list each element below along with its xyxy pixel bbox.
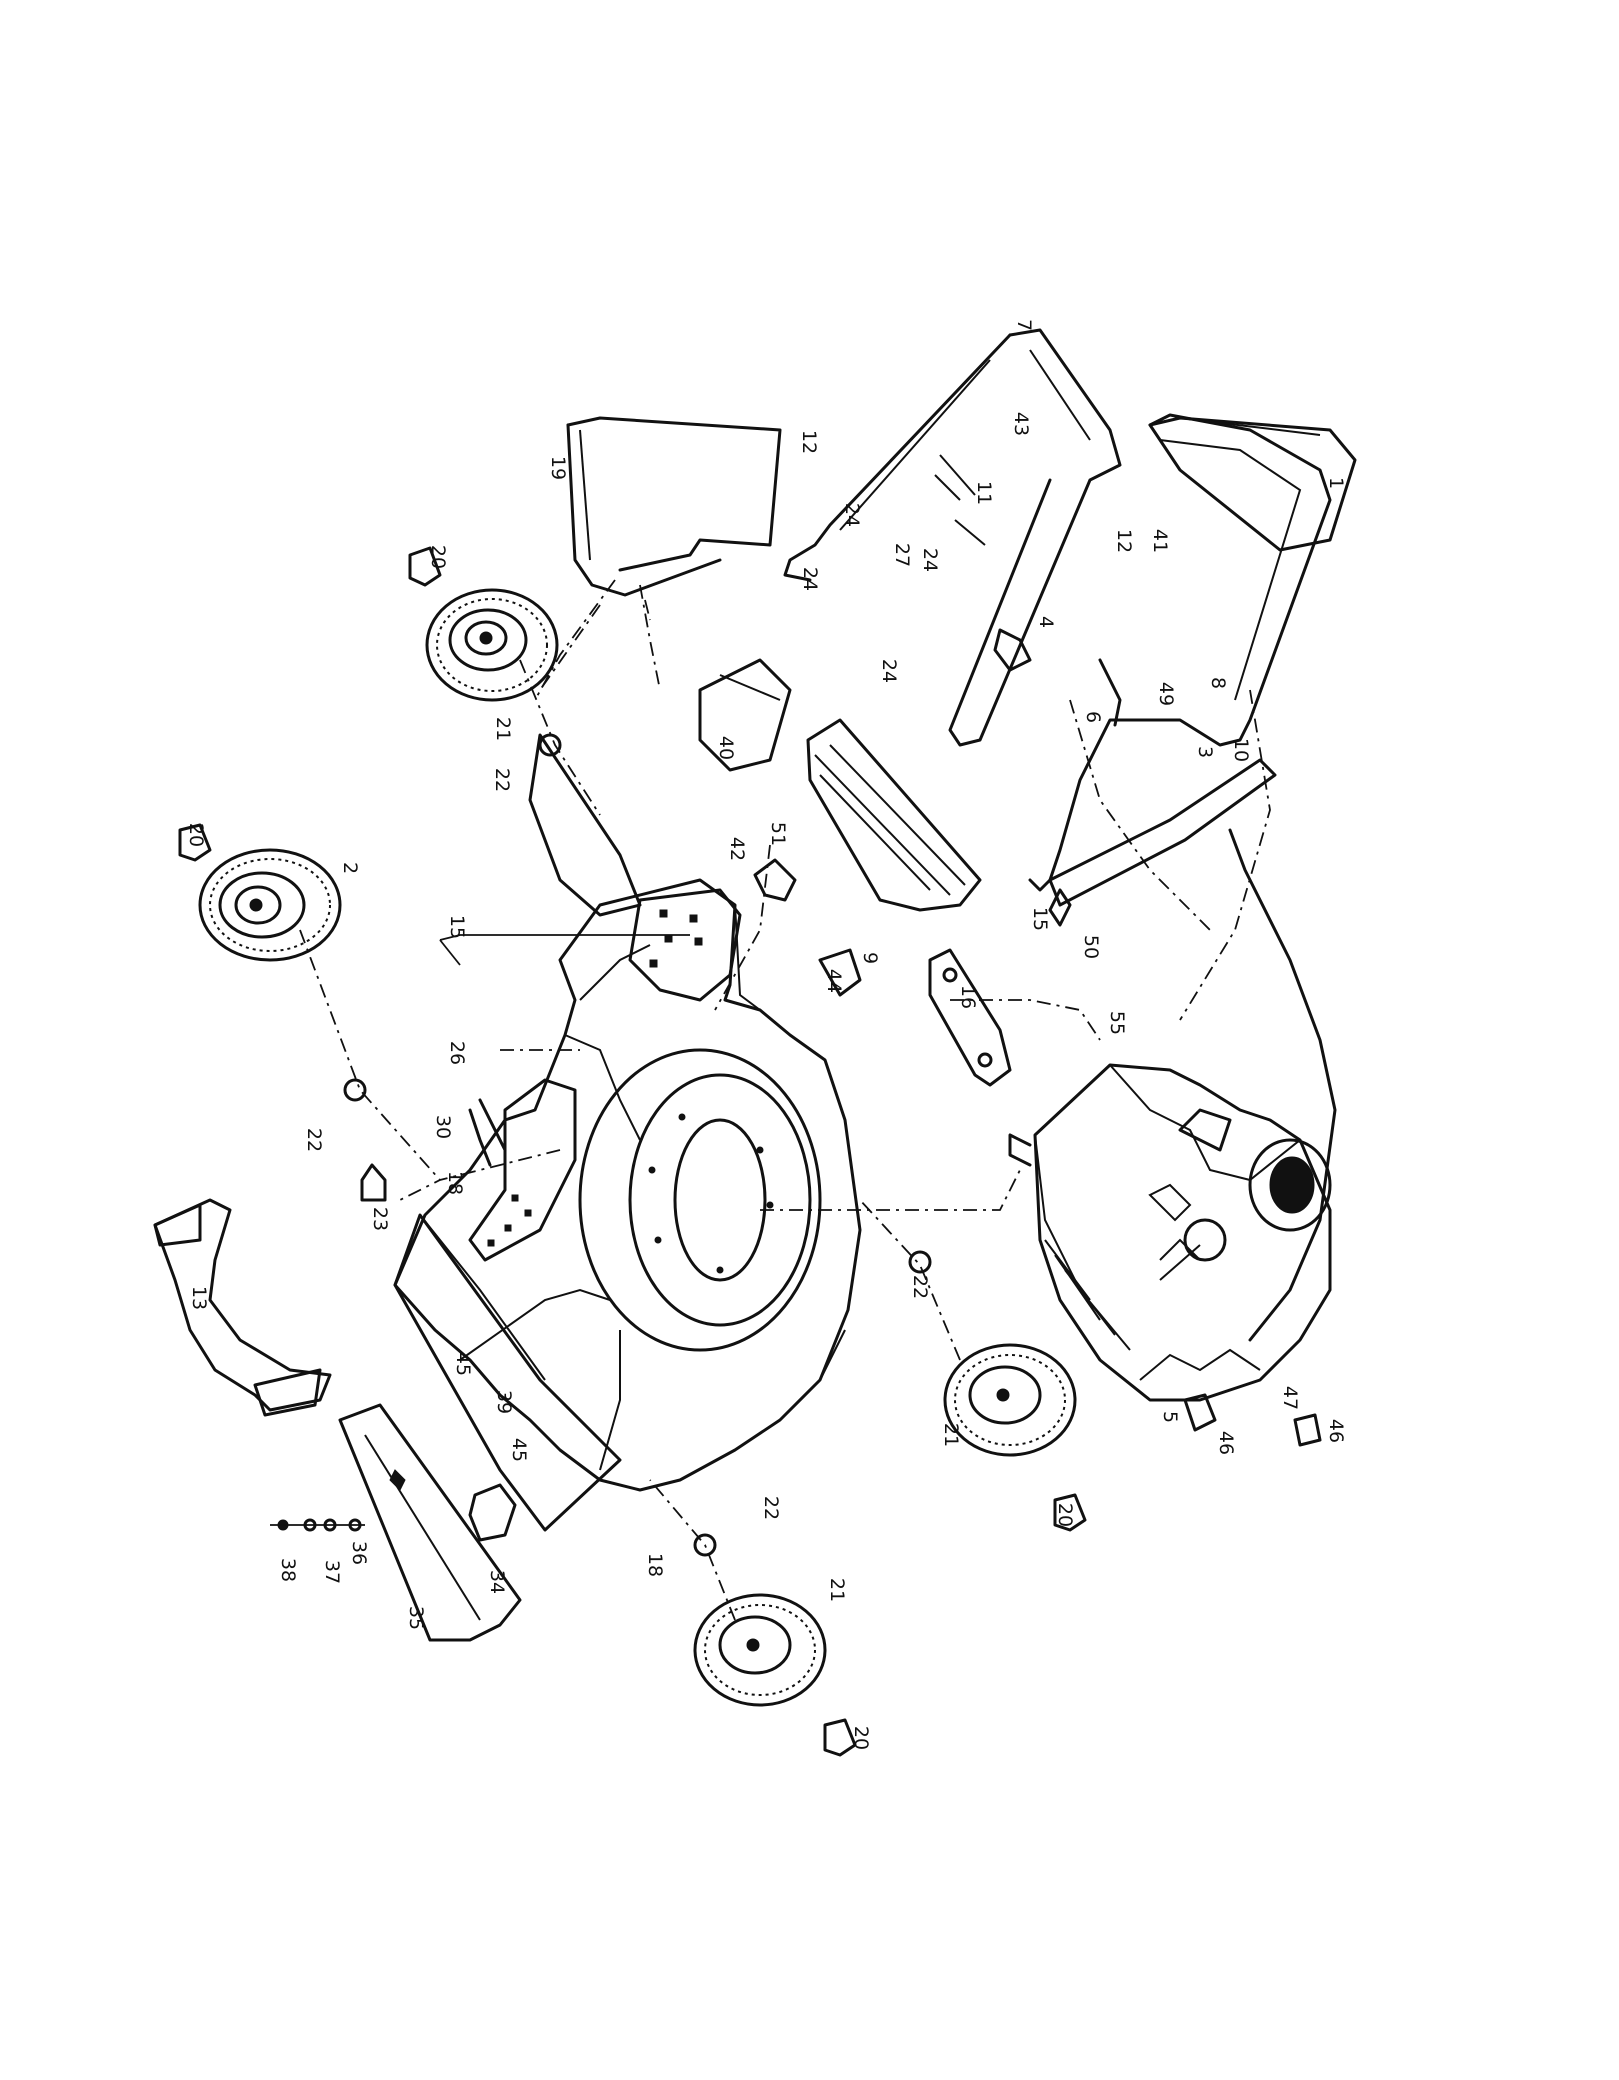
callout-c41: 41 [1149, 529, 1171, 553]
callout-c21b: 21 [940, 1423, 962, 1447]
callout-c3: 3 [1194, 746, 1216, 758]
callout-c34: 34 [486, 1570, 508, 1594]
callout-c20: 20 [185, 823, 207, 847]
wheel-front-right [943, 1343, 1077, 1457]
upper-handle-left [534, 416, 782, 701]
callout-c30: 30 [432, 1115, 454, 1139]
lower-handle-left [528, 599, 651, 917]
lower-handle-bar [1048, 758, 1277, 927]
callout-c1: 1 [1325, 477, 1347, 489]
callout-c50: 50 [1080, 935, 1102, 959]
callout-c46b: 46 [1325, 1419, 1347, 1443]
callout-c13: 13 [188, 1286, 210, 1310]
direction-arrow [360, 1163, 387, 1202]
upper-bracket-plate [1148, 416, 1357, 552]
misc-fasteners [468, 628, 1322, 1447]
callout-c12: 12 [798, 430, 820, 454]
rear-baffle [153, 1198, 332, 1417]
control-bail-handle [1028, 413, 1332, 892]
main-handle-right [783, 328, 1122, 747]
callout-c39: 39 [493, 1390, 515, 1414]
grass-chute-frame [579, 888, 742, 1002]
callout-c16: 16 [957, 985, 979, 1009]
callout-c12b: 12 [1113, 529, 1135, 553]
callout-c22b: 22 [303, 1128, 325, 1152]
engine [1008, 828, 1337, 1402]
callout-c24c: 24 [919, 548, 941, 572]
callout-c2: 2 [339, 862, 361, 874]
callout-c11: 11 [973, 481, 995, 505]
callout-c5: 5 [1159, 1411, 1181, 1423]
callout-c21c: 21 [826, 1578, 848, 1602]
callout-c7: 7 [1013, 319, 1035, 331]
callout-c4: 4 [1035, 616, 1057, 628]
callout-c45: 45 [452, 1352, 474, 1376]
callout-c24d: 24 [878, 659, 900, 683]
callout-c26: 26 [446, 1041, 468, 1065]
blade-bolt-stack [270, 1518, 365, 1532]
callout-c55: 55 [1106, 1011, 1128, 1035]
callout-c18: 18 [444, 1171, 466, 1195]
callout-c24b: 24 [799, 567, 821, 591]
callout-c22: 22 [491, 768, 513, 792]
wheel-rear-right [425, 588, 559, 702]
callout-c19: 19 [547, 456, 569, 480]
callout-c24: 24 [841, 503, 863, 527]
small-box-part [698, 658, 792, 772]
callout-c8: 8 [1207, 677, 1229, 689]
callout-c15: 15 [446, 915, 468, 939]
callout-c40: 40 [715, 736, 737, 760]
callout-c20b: 20 [427, 545, 449, 569]
callout-c46: 46 [1215, 1431, 1237, 1455]
callout-c37: 37 [321, 1560, 343, 1584]
callout-c22d: 22 [760, 1496, 782, 1520]
callout-c21: 21 [492, 717, 514, 741]
callout-c44: 44 [823, 969, 845, 993]
callout-c43: 43 [1010, 412, 1032, 436]
wheel-bolts [178, 546, 1087, 1757]
callout-c27: 27 [891, 543, 913, 567]
callout-c47: 47 [1279, 1386, 1301, 1410]
callout-c20c: 20 [1054, 1503, 1076, 1527]
blade-adapter [468, 1483, 517, 1542]
callout-c38: 38 [277, 1558, 299, 1582]
callout-c10: 10 [1230, 738, 1252, 762]
mower-blade [338, 1403, 522, 1642]
callout-c6: 6 [1082, 711, 1104, 723]
callout-c35: 35 [405, 1606, 427, 1630]
callout-c51: 51 [767, 822, 789, 846]
callout-c9: 9 [859, 952, 881, 964]
callout-c49: 49 [1155, 682, 1177, 706]
callout-c36: 36 [348, 1541, 370, 1565]
callout-c20d: 20 [850, 1726, 872, 1750]
front-skirt [393, 1213, 622, 1532]
rear-deflector-link [928, 948, 1101, 1087]
callout-c45b: 45 [508, 1438, 530, 1462]
callout-c15b: 15 [1029, 907, 1051, 931]
callout-c42: 42 [726, 837, 748, 861]
wheel-front-left [693, 1593, 827, 1707]
wheel-rear-left [198, 848, 342, 962]
callout-c18b: 18 [644, 1553, 666, 1577]
grass-chute-cover [806, 718, 982, 912]
callout-c22c: 22 [909, 1275, 931, 1299]
callout-c23: 23 [369, 1207, 391, 1231]
rear-bracket [468, 1078, 577, 1262]
